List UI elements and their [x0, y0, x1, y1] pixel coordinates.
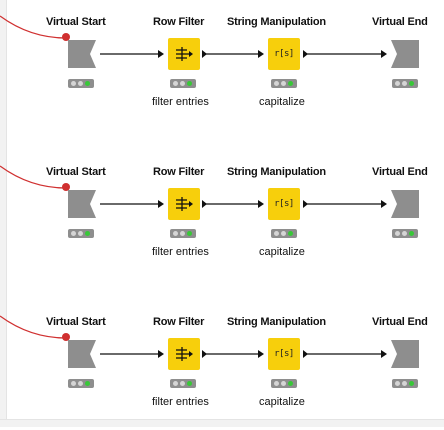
- virtual-end-node[interactable]: [389, 38, 421, 70]
- incoming-connection: [0, 15, 67, 39]
- status-traffic-light: [170, 79, 196, 88]
- virtual-start-icon: [68, 40, 96, 68]
- row-filter-icon: [176, 197, 193, 211]
- string-manipulation-node[interactable]: r[s]: [268, 338, 300, 370]
- string-manipulation-node[interactable]: r[s]: [268, 188, 300, 220]
- connection-sm-ve-arrow: [381, 350, 387, 358]
- virtual-start-node[interactable]: [66, 188, 98, 220]
- node-label-string-manipulation[interactable]: capitalize: [259, 246, 305, 258]
- node-title-row-filter: Row Filter: [153, 166, 205, 178]
- incoming-port-dot: [62, 183, 70, 191]
- port-rf-out: [202, 200, 207, 208]
- node-title-virtual-end: Virtual End: [372, 166, 428, 178]
- incoming-port-dot: [62, 33, 70, 41]
- virtual-start-node[interactable]: [66, 338, 98, 370]
- string-manipulation-icon: r[s]: [274, 199, 294, 209]
- virtual-end-node[interactable]: [389, 188, 421, 220]
- port-sm-out: [303, 350, 308, 358]
- connections: [0, 165, 387, 208]
- status-traffic-light: [170, 379, 196, 388]
- virtual-end-icon: [391, 190, 419, 218]
- node-title-virtual-start: Virtual Start: [46, 166, 106, 178]
- port-sm-out: [303, 200, 308, 208]
- connection-sm-ve-arrow: [381, 50, 387, 58]
- node-title-virtual-start: Virtual Start: [46, 16, 106, 28]
- incoming-connection: [0, 165, 67, 189]
- connection-sm-ve-arrow: [381, 200, 387, 208]
- status-traffic-light: [392, 79, 418, 88]
- status-traffic-light: [68, 229, 94, 238]
- status-traffic-light: [68, 379, 94, 388]
- connection-vs-rf-arrow: [158, 50, 164, 58]
- row-filter-icon: [176, 47, 193, 61]
- status-traffic-light: [170, 229, 196, 238]
- port-rf-out: [202, 350, 207, 358]
- row-filter-icon: [176, 347, 193, 361]
- connections: [0, 15, 387, 58]
- workflow-row: Virtual Start Row Filter String Manipula…: [0, 300, 444, 430]
- string-manipulation-icon: r[s]: [274, 349, 294, 359]
- status-traffic-light: [271, 229, 297, 238]
- virtual-end-icon: [391, 340, 419, 368]
- node-title-row-filter: Row Filter: [153, 16, 205, 28]
- connection-rf-sm-arrow: [258, 350, 264, 358]
- port-rf-out: [202, 50, 207, 58]
- connection-rf-sm-arrow: [258, 50, 264, 58]
- node-label-row-filter[interactable]: filter entries: [152, 96, 209, 108]
- string-manipulation-icon: r[s]: [274, 49, 294, 59]
- node-label-string-manipulation[interactable]: capitalize: [259, 96, 305, 108]
- node-title-string-manipulation: String Manipulation: [227, 166, 326, 178]
- connections: [0, 315, 387, 358]
- port-sm-out: [303, 50, 308, 58]
- node-title-string-manipulation: String Manipulation: [227, 316, 326, 328]
- node-title-row-filter: Row Filter: [153, 316, 205, 328]
- row-filter-node[interactable]: [168, 188, 200, 220]
- node-label-row-filter[interactable]: filter entries: [152, 396, 209, 408]
- incoming-port-dot: [62, 333, 70, 341]
- virtual-end-icon: [391, 40, 419, 68]
- status-traffic-light: [271, 379, 297, 388]
- node-label-string-manipulation[interactable]: capitalize: [259, 396, 305, 408]
- virtual-start-node[interactable]: [66, 38, 98, 70]
- string-manipulation-node[interactable]: r[s]: [268, 38, 300, 70]
- virtual-start-icon: [68, 190, 96, 218]
- row-filter-node[interactable]: [168, 38, 200, 70]
- node-title-virtual-start: Virtual Start: [46, 316, 106, 328]
- status-traffic-light: [68, 79, 94, 88]
- row-filter-node[interactable]: [168, 338, 200, 370]
- virtual-start-icon: [68, 340, 96, 368]
- canvas-bottom-edge: [0, 419, 444, 427]
- canvas-left-edge: [0, 0, 7, 426]
- workflow-row: Virtual Start Row Filter String Manipula…: [0, 0, 444, 130]
- status-traffic-light: [392, 379, 418, 388]
- node-title-virtual-end: Virtual End: [372, 316, 428, 328]
- connection-rf-sm-arrow: [258, 200, 264, 208]
- virtual-end-node[interactable]: [389, 338, 421, 370]
- node-title-virtual-end: Virtual End: [372, 16, 428, 28]
- incoming-connection: [0, 315, 67, 339]
- workflow-row: Virtual Start Row Filter String Manipula…: [0, 150, 444, 280]
- node-label-row-filter[interactable]: filter entries: [152, 246, 209, 258]
- node-title-string-manipulation: String Manipulation: [227, 16, 326, 28]
- connection-vs-rf-arrow: [158, 350, 164, 358]
- connection-vs-rf-arrow: [158, 200, 164, 208]
- status-traffic-light: [392, 229, 418, 238]
- status-traffic-light: [271, 79, 297, 88]
